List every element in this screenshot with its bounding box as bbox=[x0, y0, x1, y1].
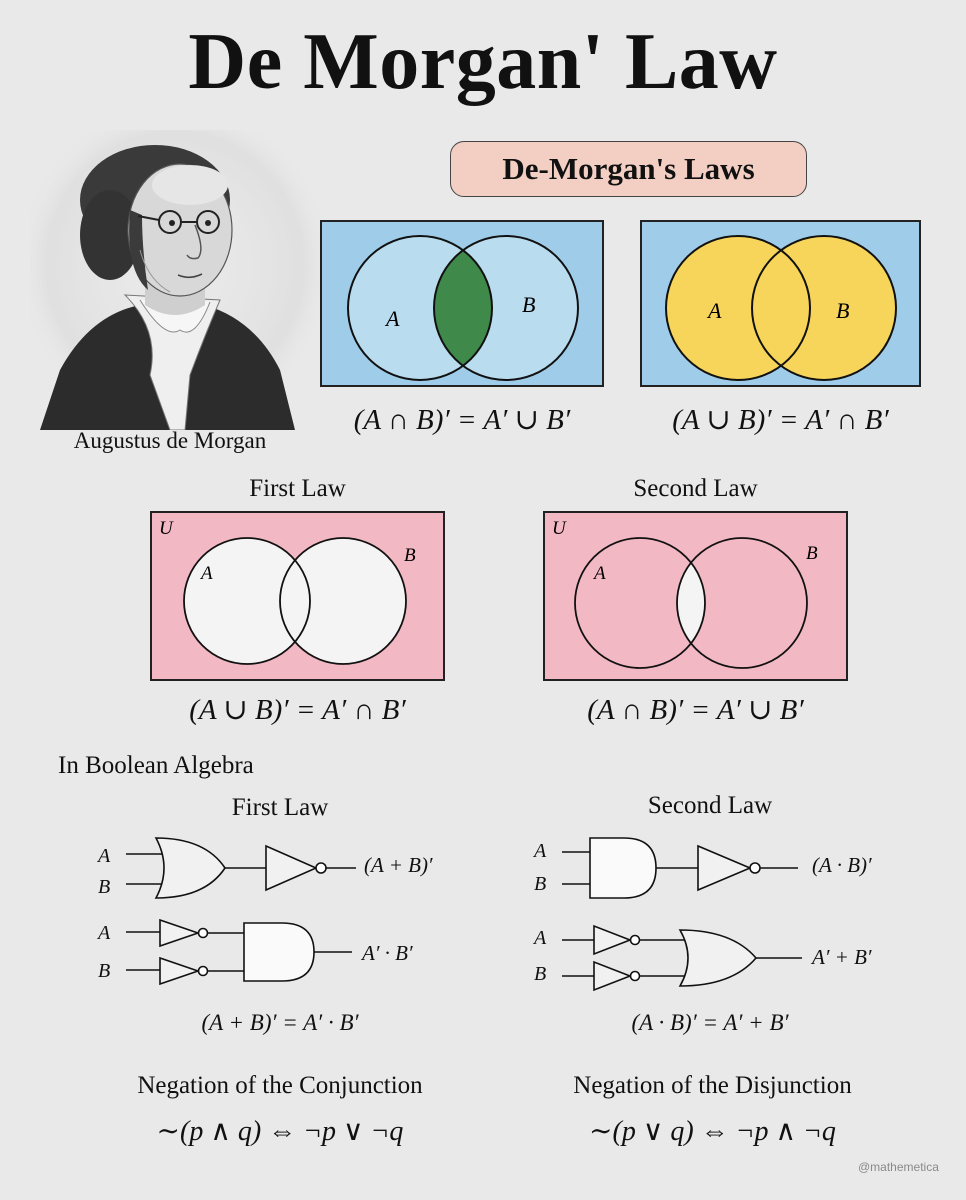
boolean-first-law-formula: (A + B)′ = A′ · B′ bbox=[201, 1010, 359, 1035]
output-and-label: A′ · B′ bbox=[362, 941, 413, 965]
page-title: De Morgan' Law bbox=[188, 18, 778, 106]
second-law-heading: Second Law bbox=[633, 475, 758, 502]
label-b: B bbox=[806, 543, 818, 564]
negation-disjunction-heading: Negation of the Disjunction bbox=[573, 1072, 852, 1099]
label-a: A bbox=[706, 298, 722, 323]
input-a-label: A bbox=[534, 927, 547, 949]
venn-intersection-diagram: A B bbox=[320, 220, 604, 387]
input-a-label: A bbox=[534, 840, 547, 862]
not-gate-icon bbox=[593, 960, 633, 992]
label-universe: U bbox=[552, 518, 567, 539]
not-gate-icon bbox=[697, 844, 753, 892]
formula-second-law: (A ∩ B)′ = A′ ∪ B′ bbox=[587, 694, 804, 726]
label-universe: U bbox=[159, 518, 174, 539]
input-a-label: A bbox=[98, 845, 111, 867]
not-gate-icon bbox=[265, 844, 318, 892]
not-gate-icon bbox=[159, 918, 201, 948]
boolean-first-law-heading: First Law bbox=[231, 794, 329, 821]
laws-pill: De-Morgan's Laws bbox=[450, 141, 807, 197]
and-gate-icon bbox=[243, 922, 315, 982]
output-nor-label: (A + B)′ bbox=[364, 853, 433, 877]
negation-conjunction-formula: ∼(p ∧ q) ⇔ ¬p ∨ ¬q bbox=[156, 1116, 404, 1147]
watermark: @mathemetica bbox=[858, 1160, 939, 1174]
venn-first-law-diagram: U A B bbox=[150, 511, 445, 681]
input-b-label: B bbox=[534, 873, 547, 895]
formula-first-law: (A ∪ B)′ = A′ ∩ B′ bbox=[189, 694, 406, 726]
label-a: A bbox=[199, 563, 213, 584]
boolean-section-label: In Boolean Algebra bbox=[58, 752, 254, 779]
or-gate-icon bbox=[154, 837, 226, 899]
portrait-caption: Augustus de Morgan bbox=[73, 428, 267, 453]
first-law-heading: First Law bbox=[249, 475, 346, 502]
label-b: B bbox=[404, 545, 416, 566]
or-gate-icon bbox=[678, 929, 758, 987]
venn-union-diagram: A B bbox=[640, 220, 921, 387]
and-gate-icon bbox=[589, 837, 657, 899]
second-law-circuits bbox=[562, 837, 802, 992]
boolean-second-law-formula: (A · B)′ = A′ + B′ bbox=[631, 1010, 789, 1035]
input-b-label: B bbox=[98, 960, 111, 982]
label-b: B bbox=[522, 292, 535, 317]
formula-union-complement: (A ∪ B)′ = A′ ∩ B′ bbox=[672, 404, 889, 436]
portrait-illustration bbox=[30, 130, 320, 430]
venn-second-law-diagram: U A B bbox=[543, 511, 848, 681]
output-or-label: A′ + B′ bbox=[812, 945, 872, 969]
input-b-label: B bbox=[534, 963, 547, 985]
input-b-label: B bbox=[98, 876, 111, 898]
input-a-label: A bbox=[98, 922, 111, 944]
not-gate-icon bbox=[593, 924, 633, 956]
intersection-region bbox=[434, 236, 492, 380]
negation-disjunction-formula: ∼(p ∨ q) ⇔ ¬p ∧ ¬q bbox=[589, 1116, 836, 1147]
first-law-circuits bbox=[126, 837, 356, 986]
label-b: B bbox=[836, 298, 849, 323]
negation-conjunction-heading: Negation of the Conjunction bbox=[137, 1072, 423, 1099]
label-a: A bbox=[384, 306, 400, 331]
boolean-second-law-heading: Second Law bbox=[647, 792, 773, 819]
label-a: A bbox=[592, 563, 606, 584]
formula-intersection-complement: (A ∩ B)′ = A′ ∪ B′ bbox=[353, 404, 571, 436]
not-gate-icon bbox=[159, 956, 201, 986]
output-nand-label: (A · B)′ bbox=[812, 853, 872, 877]
